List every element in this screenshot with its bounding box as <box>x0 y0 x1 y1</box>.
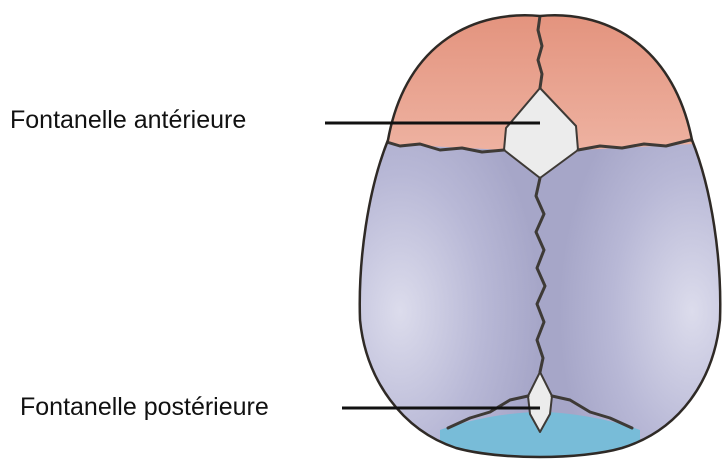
left-parietal-bone <box>350 130 550 460</box>
anterior-fontanelle-label: Fontanelle antérieure <box>10 108 246 133</box>
posterior-fontanelle-label: Fontanelle postérieure <box>20 395 269 420</box>
right-parietal-bone <box>540 130 727 460</box>
